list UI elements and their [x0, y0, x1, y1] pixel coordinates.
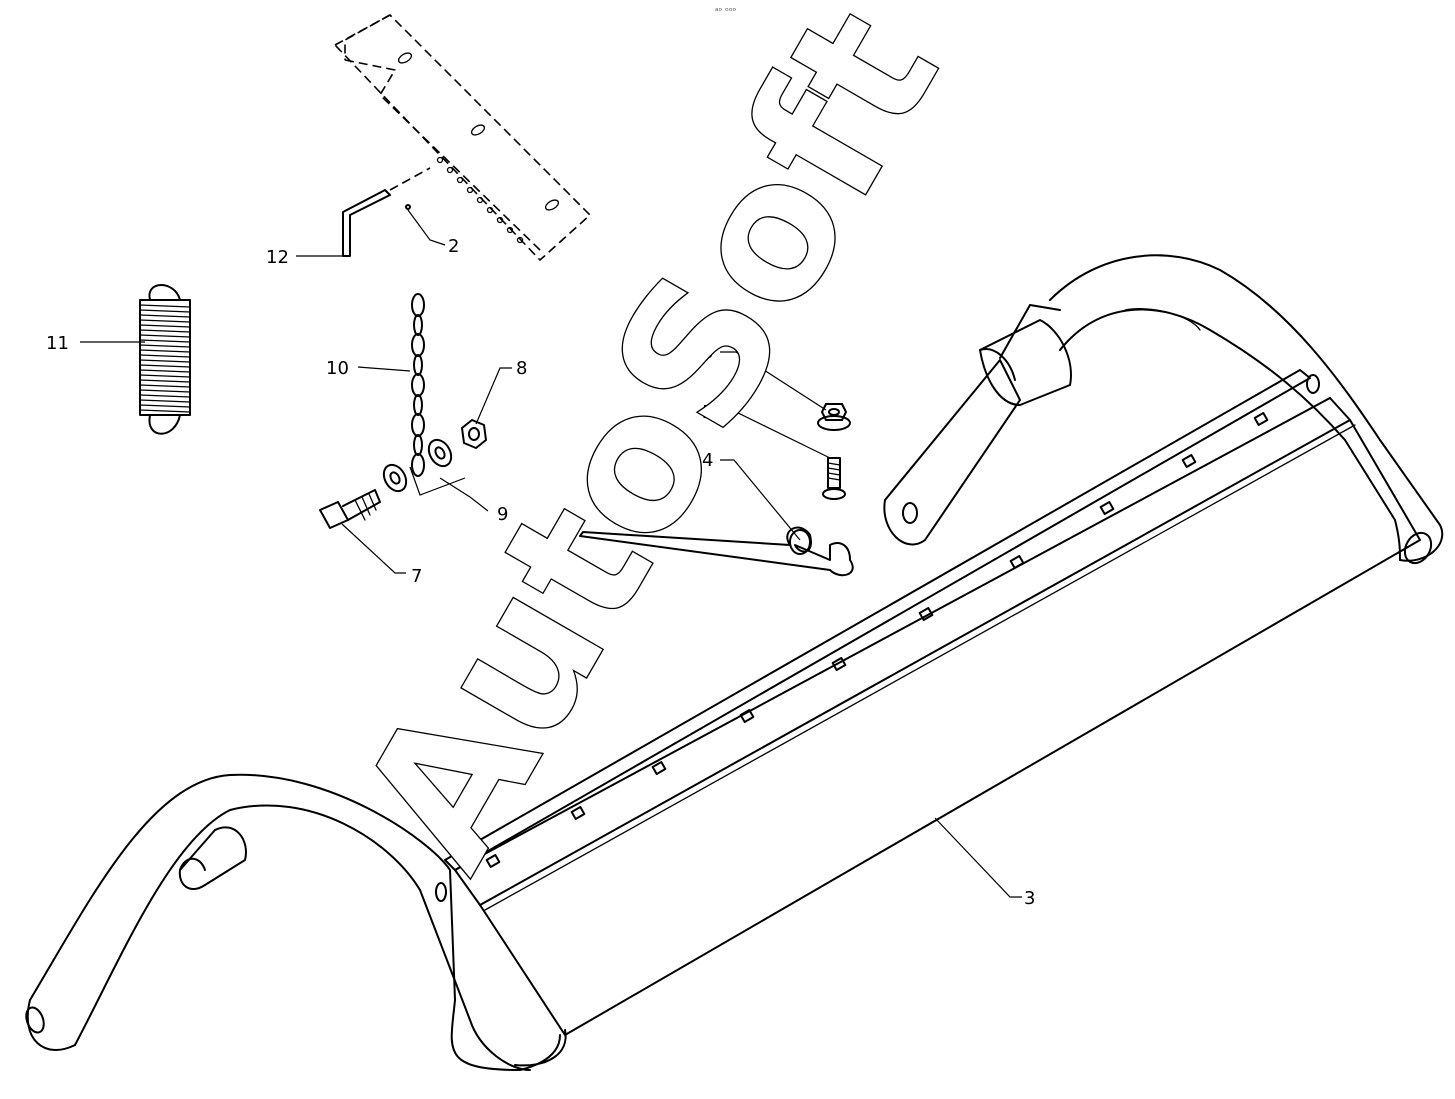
part-8-nut	[461, 419, 487, 449]
part-2-adjuster-plate	[334, 14, 591, 261]
part-4-spring-clip	[579, 526, 854, 577]
corner-mark: ᵃᵒ ᵒᵒᵒ	[715, 7, 737, 17]
part-11-spring	[139, 284, 191, 435]
callout-5: 5	[702, 402, 713, 423]
part-7-bolt	[319, 489, 381, 529]
callout-2: 2	[448, 236, 459, 257]
callout-4: 4	[702, 450, 713, 471]
part-5-bolt	[822, 457, 846, 500]
callout-10: 10	[326, 358, 349, 379]
callouts: 2 3 4 5 6 7 8 9 10 11 12	[46, 236, 1035, 909]
callout-11: 11	[46, 333, 69, 354]
callout-12: 12	[266, 247, 289, 268]
callout-3: 3	[1024, 888, 1035, 909]
part-3-frame	[25, 254, 1444, 1071]
callout-7: 7	[411, 566, 422, 587]
part-6-flange-nut	[817, 403, 851, 431]
callout-6: 6	[702, 342, 713, 363]
watermark: AutoSoft	[318, 0, 982, 902]
part-9-washers	[382, 438, 453, 493]
callout-8: 8	[516, 358, 527, 379]
callout-9: 9	[497, 504, 508, 525]
part-10-chain	[411, 293, 425, 477]
adjuster-holes	[436, 156, 524, 244]
leader-lines	[80, 255, 1022, 898]
blade-bolt-holes	[485, 412, 1269, 868]
part-12-pin	[342, 189, 446, 257]
